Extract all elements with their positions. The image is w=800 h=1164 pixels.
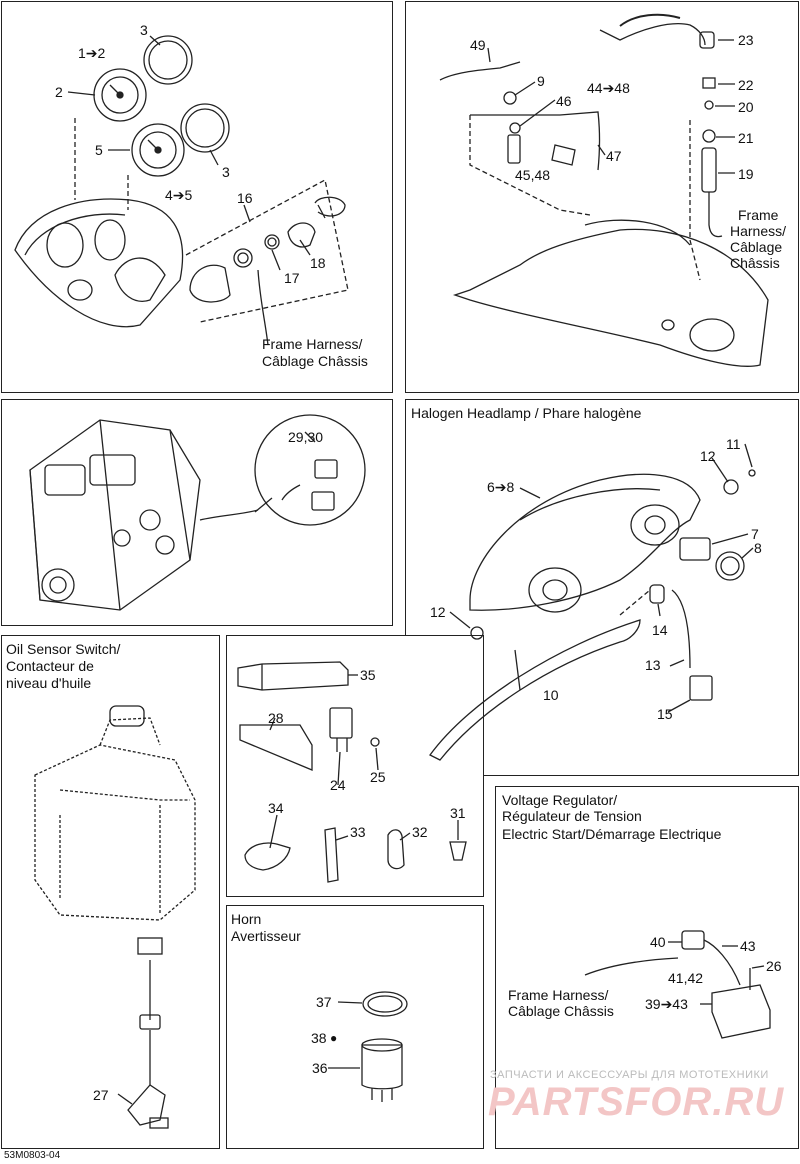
regulator-callout-41-42: 41,42: [668, 970, 704, 986]
front-callout-45-48: 45,48: [515, 167, 551, 183]
regulator-callout-43: 43: [740, 938, 756, 954]
watermark-tagline: ЗАПЧАСТИ И АКСЕССУАРЫ ДЛЯ МОТОТЕХНИКИ: [490, 1069, 769, 1081]
gauge-cluster-drawing: [14, 35, 349, 346]
gauges-harness-line2: Câblage Châssis: [262, 353, 368, 369]
oil-title-line3: niveau d'huile: [6, 675, 92, 691]
front-callout-23: 23: [738, 32, 754, 48]
headlamp-callout-8: 8: [754, 540, 762, 556]
front-callout-21: 21: [738, 130, 754, 146]
gauges-callout-5: 3: [222, 164, 230, 180]
gauges-callout-8: 17: [284, 270, 300, 286]
panel-accessories: [226, 635, 484, 897]
horn-callout-38: 38: [311, 1030, 327, 1046]
headlamp-callout-14: 14: [652, 622, 668, 638]
gauges-callout-1: 1➔2: [78, 45, 106, 61]
headlamp-callout-11: 11: [726, 436, 741, 452]
front-callout-20: 20: [738, 99, 754, 115]
leader-lines: [67, 35, 765, 1105]
front-harness-line4: Châssis: [730, 255, 780, 271]
panel-front-cover: [405, 1, 799, 393]
regulator-drawing: [584, 930, 771, 1039]
engine-drawing: [29, 414, 366, 611]
front-harness-line1: Frame: [738, 207, 779, 223]
oil-drop-icon: ●: [330, 1031, 338, 1045]
regulator-harness-line1: Frame Harness/: [508, 987, 609, 1003]
accessories-drawing: [237, 661, 467, 883]
misc-callout-32: 32: [412, 824, 428, 840]
diagram-code: 53M0803-04: [4, 1150, 61, 1161]
headlamp-title: Halogen Headlamp / Phare halogène: [411, 405, 642, 421]
front-callout-19: 19: [738, 166, 754, 182]
front-callout-22: 22: [738, 77, 754, 93]
panel-regulator: [495, 786, 799, 1149]
regulator-title-line3: Electric Start/Démarrage Electrique: [502, 826, 722, 842]
headlamp-callout-13: 13: [645, 657, 661, 673]
horn-title-line2: Avertisseur: [231, 928, 301, 944]
headlamp-drawing: [429, 469, 756, 761]
misc-callout-33: 33: [350, 824, 366, 840]
front-cover-drawing: [439, 13, 769, 367]
gauges-callout-3: 3: [140, 22, 148, 38]
front-callout-47: 47: [606, 148, 622, 164]
panel-engine: [1, 399, 393, 626]
panel-horn: [226, 905, 484, 1149]
oil-sensor-drawing: [109, 705, 169, 1129]
misc-callout-25: 25: [370, 769, 386, 785]
horn-drawing: [361, 991, 408, 1102]
gauges-callout-4: 5: [95, 142, 103, 158]
oil-title-line1: Oil Sensor Switch/: [6, 641, 121, 657]
misc-callout-35: 35: [360, 667, 376, 683]
oil-callout-27: 27: [93, 1087, 109, 1103]
headlamp-callout-12a: 12: [700, 448, 716, 464]
horn-callout-36: 36: [312, 1060, 328, 1076]
headlamp-callout-7: 7: [751, 526, 759, 542]
headlamp-callout-6-8: 6➔8: [487, 479, 515, 495]
regulator-callout-26: 26: [766, 958, 782, 974]
gauges-callout-9: 18: [310, 255, 326, 271]
headlamp-callout-12b: 12: [430, 604, 446, 620]
front-callout-44-48: 44➔48: [587, 80, 630, 96]
headlamp-callout-10: 10: [543, 687, 559, 703]
gauges-harness-line1: Frame Harness/: [262, 336, 363, 352]
headlamp-callout-15: 15: [657, 706, 673, 722]
horn-title-line1: Horn: [231, 911, 262, 927]
front-callout-9: 9: [537, 73, 545, 89]
engine-callout-29-30: 29,30: [288, 429, 324, 445]
gauges-callout-2: 2: [55, 84, 63, 100]
misc-callout-31: 31: [450, 805, 466, 821]
oil-title-line2: Contacteur de: [6, 658, 94, 674]
front-harness-line3: Câblage: [730, 239, 783, 255]
regulator-callout-39-43: 39➔43: [645, 996, 688, 1012]
misc-callout-28: 28: [268, 710, 284, 726]
gauges-callout-7: 16: [237, 190, 253, 206]
misc-callout-24: 24: [330, 777, 346, 793]
regulator-callout-40: 40: [650, 934, 666, 950]
horn-callout-37: 37: [316, 994, 332, 1010]
regulator-title-line1: Voltage Regulator/: [502, 792, 618, 808]
front-harness-line2: Harness/: [730, 223, 787, 239]
misc-callout-34: 34: [268, 800, 284, 816]
regulator-harness-line2: Câblage Châssis: [508, 1003, 614, 1019]
front-callout-49: 49: [470, 37, 486, 53]
gauges-callout-6: 4➔5: [165, 187, 193, 203]
oil-tank-drawing: [34, 717, 196, 921]
front-callout-46: 46: [556, 93, 572, 109]
watermark-logo: PARTSFOR.RU: [488, 1080, 785, 1124]
regulator-title-line2: Régulateur de Tension: [502, 808, 642, 824]
